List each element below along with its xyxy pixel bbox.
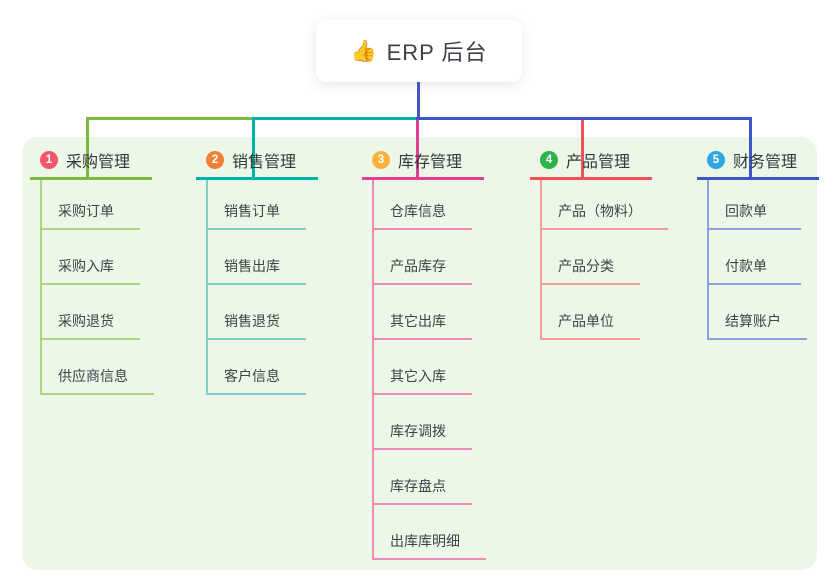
child-node[interactable]: 采购订单 [42, 180, 140, 230]
child-node[interactable]: 库存调拨 [374, 395, 472, 450]
branch-product: 4 产品管理 产品（物料） 产品分类 产品单位 [530, 148, 668, 340]
branch-label: 销售管理 [232, 154, 297, 171]
branch-purchase: 1 采购管理 采购订单 采购入库 采购退货 供应商信息 [30, 148, 154, 395]
branch-number-badge: 2 [206, 151, 224, 169]
branch-label: 库存管理 [398, 154, 463, 171]
branch2-drop-line [252, 117, 255, 179]
branch-number-badge: 5 [707, 151, 725, 169]
branch-node-sales[interactable]: 2 销售管理 [196, 148, 318, 180]
branch4-drop-line [581, 117, 584, 179]
branch-children: 采购订单 采购入库 采购退货 供应商信息 [40, 180, 154, 395]
root-node[interactable]: 👍 ERP 后台 [316, 20, 522, 82]
branch-node-finance[interactable]: 5 财务管理 [697, 148, 819, 180]
child-node[interactable]: 其它出库 [374, 285, 472, 340]
child-node[interactable]: 客户信息 [208, 340, 306, 395]
branch-children: 销售订单 销售出库 销售退货 客户信息 [206, 180, 306, 395]
branch-label: 财务管理 [733, 154, 798, 171]
child-node[interactable]: 库存盘点 [374, 450, 472, 505]
child-node[interactable]: 产品分类 [542, 230, 640, 285]
branch-node-purchase[interactable]: 1 采购管理 [30, 148, 152, 180]
branch5-horizontal-line [416, 117, 752, 120]
child-node[interactable]: 产品（物料） [542, 180, 668, 230]
child-node[interactable]: 产品单位 [542, 285, 640, 340]
branch-number-badge: 1 [40, 151, 58, 169]
branch-inventory: 3 库存管理 仓库信息 产品库存 其它出库 其它入库 库存调拨 库存盘点 出库库… [362, 148, 486, 560]
branch-finance: 5 财务管理 回款单 付款单 结算账户 [697, 148, 819, 340]
branch-number-badge: 4 [540, 151, 558, 169]
branch-node-inventory[interactable]: 3 库存管理 [362, 148, 484, 180]
branch1-horizontal-line [86, 117, 254, 120]
branch5-drop-line [749, 117, 752, 179]
branch1-drop-line [86, 117, 89, 179]
root-stem-line [417, 82, 420, 118]
child-node[interactable]: 产品库存 [374, 230, 472, 285]
branch-sales: 2 销售管理 销售订单 销售出库 销售退货 客户信息 [196, 148, 318, 395]
root-title: ERP 后台 [386, 40, 488, 65]
mindmap-background-panel [22, 137, 817, 570]
branch-label: 采购管理 [66, 154, 131, 171]
child-node[interactable]: 采购入库 [42, 230, 140, 285]
child-node[interactable]: 回款单 [709, 180, 801, 230]
branch-children: 产品（物料） 产品分类 产品单位 [540, 180, 668, 340]
child-node[interactable]: 销售出库 [208, 230, 306, 285]
branch-label: 产品管理 [566, 154, 631, 171]
child-node[interactable]: 出库库明细 [374, 505, 486, 560]
branch-children: 回款单 付款单 结算账户 [707, 180, 807, 340]
child-node[interactable]: 销售订单 [208, 180, 306, 230]
child-node[interactable]: 其它入库 [374, 340, 472, 395]
child-node[interactable]: 销售退货 [208, 285, 306, 340]
branch3-drop-line [416, 117, 419, 179]
branch-node-product[interactable]: 4 产品管理 [530, 148, 652, 180]
branch-number-badge: 3 [372, 151, 390, 169]
child-node[interactable]: 结算账户 [709, 285, 807, 340]
branch-children: 仓库信息 产品库存 其它出库 其它入库 库存调拨 库存盘点 出库库明细 [372, 180, 486, 560]
branch2-horizontal-line [252, 117, 419, 120]
child-node[interactable]: 付款单 [709, 230, 801, 285]
child-node[interactable]: 供应商信息 [42, 340, 154, 395]
thumbs-up-icon: 👍 [350, 39, 377, 63]
child-node[interactable]: 采购退货 [42, 285, 140, 340]
child-node[interactable]: 仓库信息 [374, 180, 472, 230]
